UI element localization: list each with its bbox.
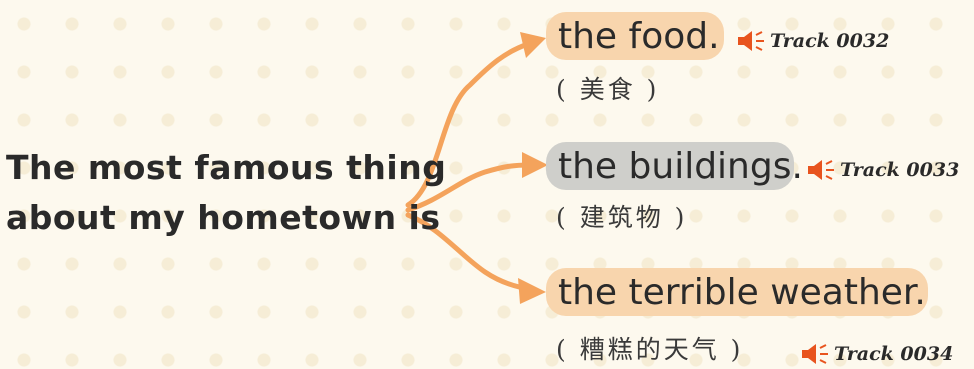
branch-to-buildings <box>405 162 533 213</box>
track-label: Track 0033 <box>840 159 960 181</box>
branch-to-weather <box>405 212 533 292</box>
arrow-icon <box>520 32 546 58</box>
branch-to-food <box>405 41 531 208</box>
track-label: Track 0032 <box>770 30 890 52</box>
speaker-icon <box>738 31 764 51</box>
audio-track-link[interactable]: Track 0034 <box>800 343 953 365</box>
speaker-icon <box>808 160 834 180</box>
sentence-stem-line-2: about my hometown is <box>6 198 441 237</box>
option-buildings: the buildings. <box>546 142 803 190</box>
translation: ( 美食 ) <box>556 75 660 104</box>
speaker-icon <box>802 344 828 364</box>
audio-track-link[interactable]: Track 0033 <box>806 159 959 181</box>
translation: ( 建筑物 ) <box>556 203 688 232</box>
option-phrase: the buildings. <box>558 145 803 187</box>
arrow-icon <box>518 278 546 304</box>
track-label: Track 0034 <box>834 343 954 365</box>
audio-track-link[interactable]: Track 0032 <box>736 30 889 52</box>
arrow-icon <box>522 152 548 178</box>
translation: ( 糟糕的天气 ) <box>556 335 744 364</box>
option-food: the food. <box>546 12 724 60</box>
sentence-stem-line-1: The most famous thing <box>6 148 447 187</box>
option-weather: the terrible weather. <box>546 268 928 316</box>
option-phrase: the food. <box>558 15 720 57</box>
option-phrase: the terrible weather. <box>558 271 926 313</box>
